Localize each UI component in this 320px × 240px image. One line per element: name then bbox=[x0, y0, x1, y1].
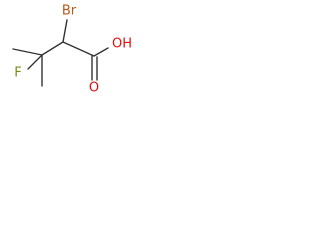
bromine-label: Br bbox=[62, 4, 77, 19]
bond-c2-to-c1 bbox=[62, 41, 95, 57]
fluorine-label: F bbox=[14, 66, 21, 81]
bond-c2-to-bromine bbox=[62, 19, 68, 43]
bond-c1-to-hydroxyl bbox=[93, 47, 109, 57]
bond-c3-to-c2 bbox=[41, 41, 64, 56]
carbonyl-oxygen-label: O bbox=[89, 81, 99, 96]
structure-canvas: Br F OH O bbox=[0, 0, 145, 97]
bond-methyl-top-to-c3 bbox=[12, 48, 43, 56]
bond-c3-to-fluorine bbox=[27, 54, 43, 70]
hydroxyl-label: OH bbox=[112, 37, 132, 52]
molecule-structure: Br F OH O bbox=[12, 4, 132, 96]
